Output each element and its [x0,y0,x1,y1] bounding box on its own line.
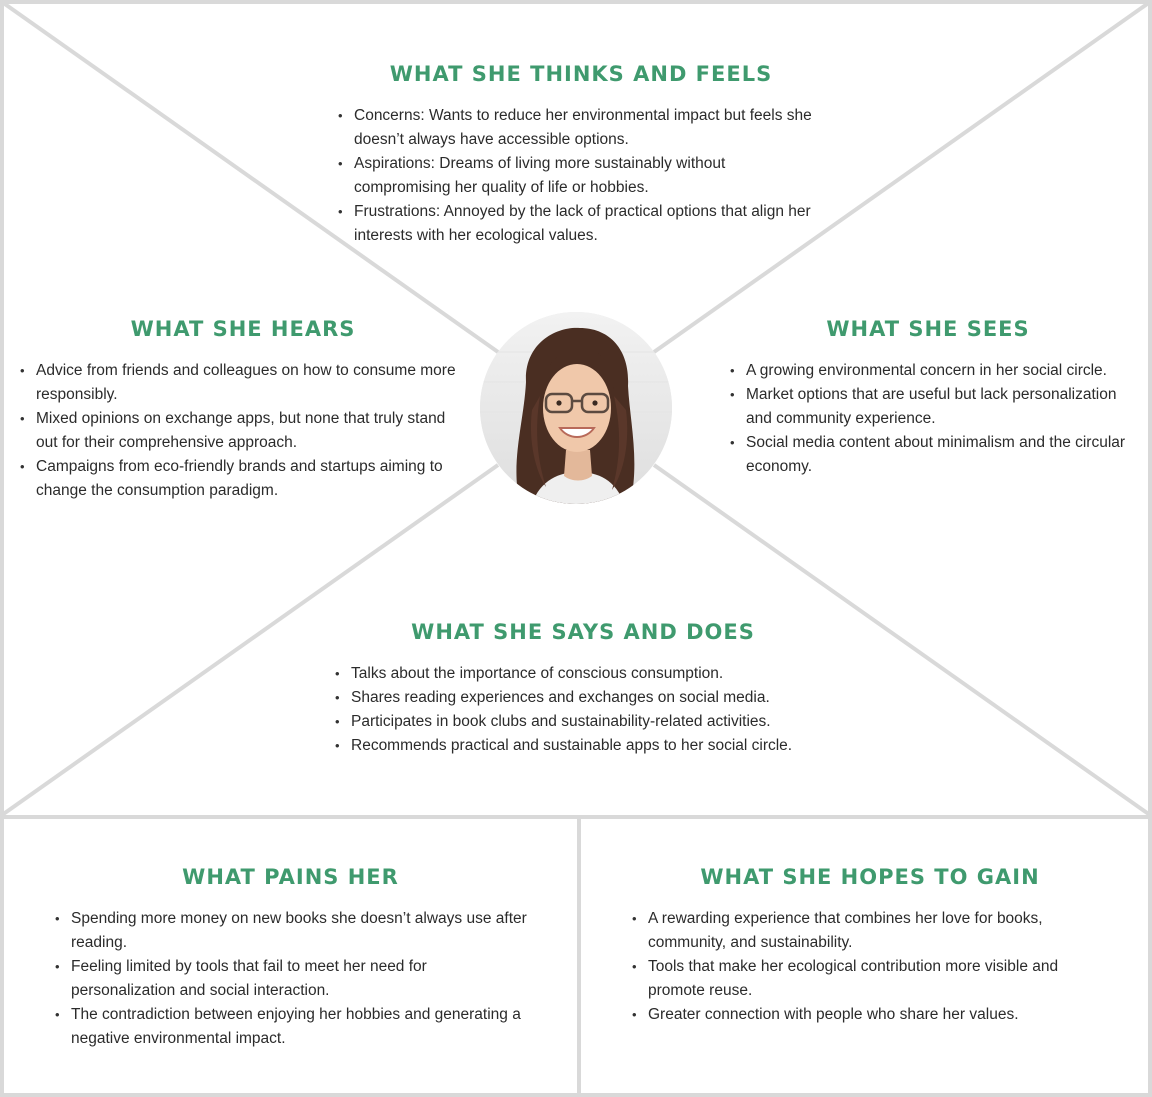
section-gains: WHAT SHE HOPES TO GAIN A rewarding exper… [630,865,1110,1027]
heading-thinks-feels: WHAT SHE THINKS AND FEELS [389,62,773,86]
list-item: Social media content about minimalism an… [728,431,1128,479]
diagonal-top-left [0,0,500,354]
section-thinks-feels: WHAT SHE THINKS AND FEELS Concerns: Want… [336,62,826,248]
list-item: Recommends practical and sustainable app… [333,734,833,758]
heading-hears: WHAT SHE HEARS [130,317,356,341]
list-pains: Spending more money on new books she doe… [53,907,528,1051]
diagonal-bottom-right [652,463,1152,817]
list-item: Advice from friends and colleagues on ho… [18,359,468,407]
list-says-does: Talks about the importance of conscious … [333,662,833,758]
heading-pains: WHAT PAINS HER [182,865,399,889]
list-item: Concerns: Wants to reduce her environmen… [336,104,826,152]
list-item: Talks about the importance of conscious … [333,662,833,686]
list-item: Greater connection with people who share… [630,1003,1110,1027]
list-item: A growing environmental concern in her s… [728,359,1128,383]
list-item: The contradiction between enjoying her h… [53,1003,528,1051]
list-item: Market options that are useful but lack … [728,383,1128,431]
list-item: Feeling limited by tools that fail to me… [53,955,528,1003]
list-item: Shares reading experiences and exchanges… [333,686,833,710]
list-item: Frustrations: Annoyed by the lack of pra… [336,200,826,248]
diagonal-top-right [652,0,1152,354]
persona-portrait-icon [480,312,672,504]
list-item: Spending more money on new books she doe… [53,907,528,955]
list-item: Campaigns from eco-friendly brands and s… [18,455,468,503]
heading-says-does: WHAT SHE SAYS AND DOES [411,620,755,644]
list-hears: Advice from friends and colleagues on ho… [18,359,468,503]
list-item: Aspirations: Dreams of living more susta… [336,152,826,200]
avatar [480,312,672,504]
list-item: Participates in book clubs and sustainab… [333,710,833,734]
list-item: Mixed opinions on exchange apps, but non… [18,407,468,455]
heading-sees: WHAT SHE SEES [826,317,1030,341]
section-sees: WHAT SHE SEES A growing environmental co… [728,317,1128,479]
diagonal-bottom-left [0,463,500,817]
list-item: Tools that make her ecological contribut… [630,955,1110,1003]
section-hears: WHAT SHE HEARS Advice from friends and c… [18,317,468,503]
section-says-does: WHAT SHE SAYS AND DOES Talks about the i… [333,620,833,758]
list-item: A rewarding experience that combines her… [630,907,1110,955]
list-thinks-feels: Concerns: Wants to reduce her environmen… [336,104,826,248]
list-sees: A growing environmental concern in her s… [728,359,1128,479]
heading-gains: WHAT SHE HOPES TO GAIN [700,865,1040,889]
list-gains: A rewarding experience that combines her… [630,907,1110,1027]
section-pains: WHAT PAINS HER Spending more money on ne… [53,865,528,1051]
